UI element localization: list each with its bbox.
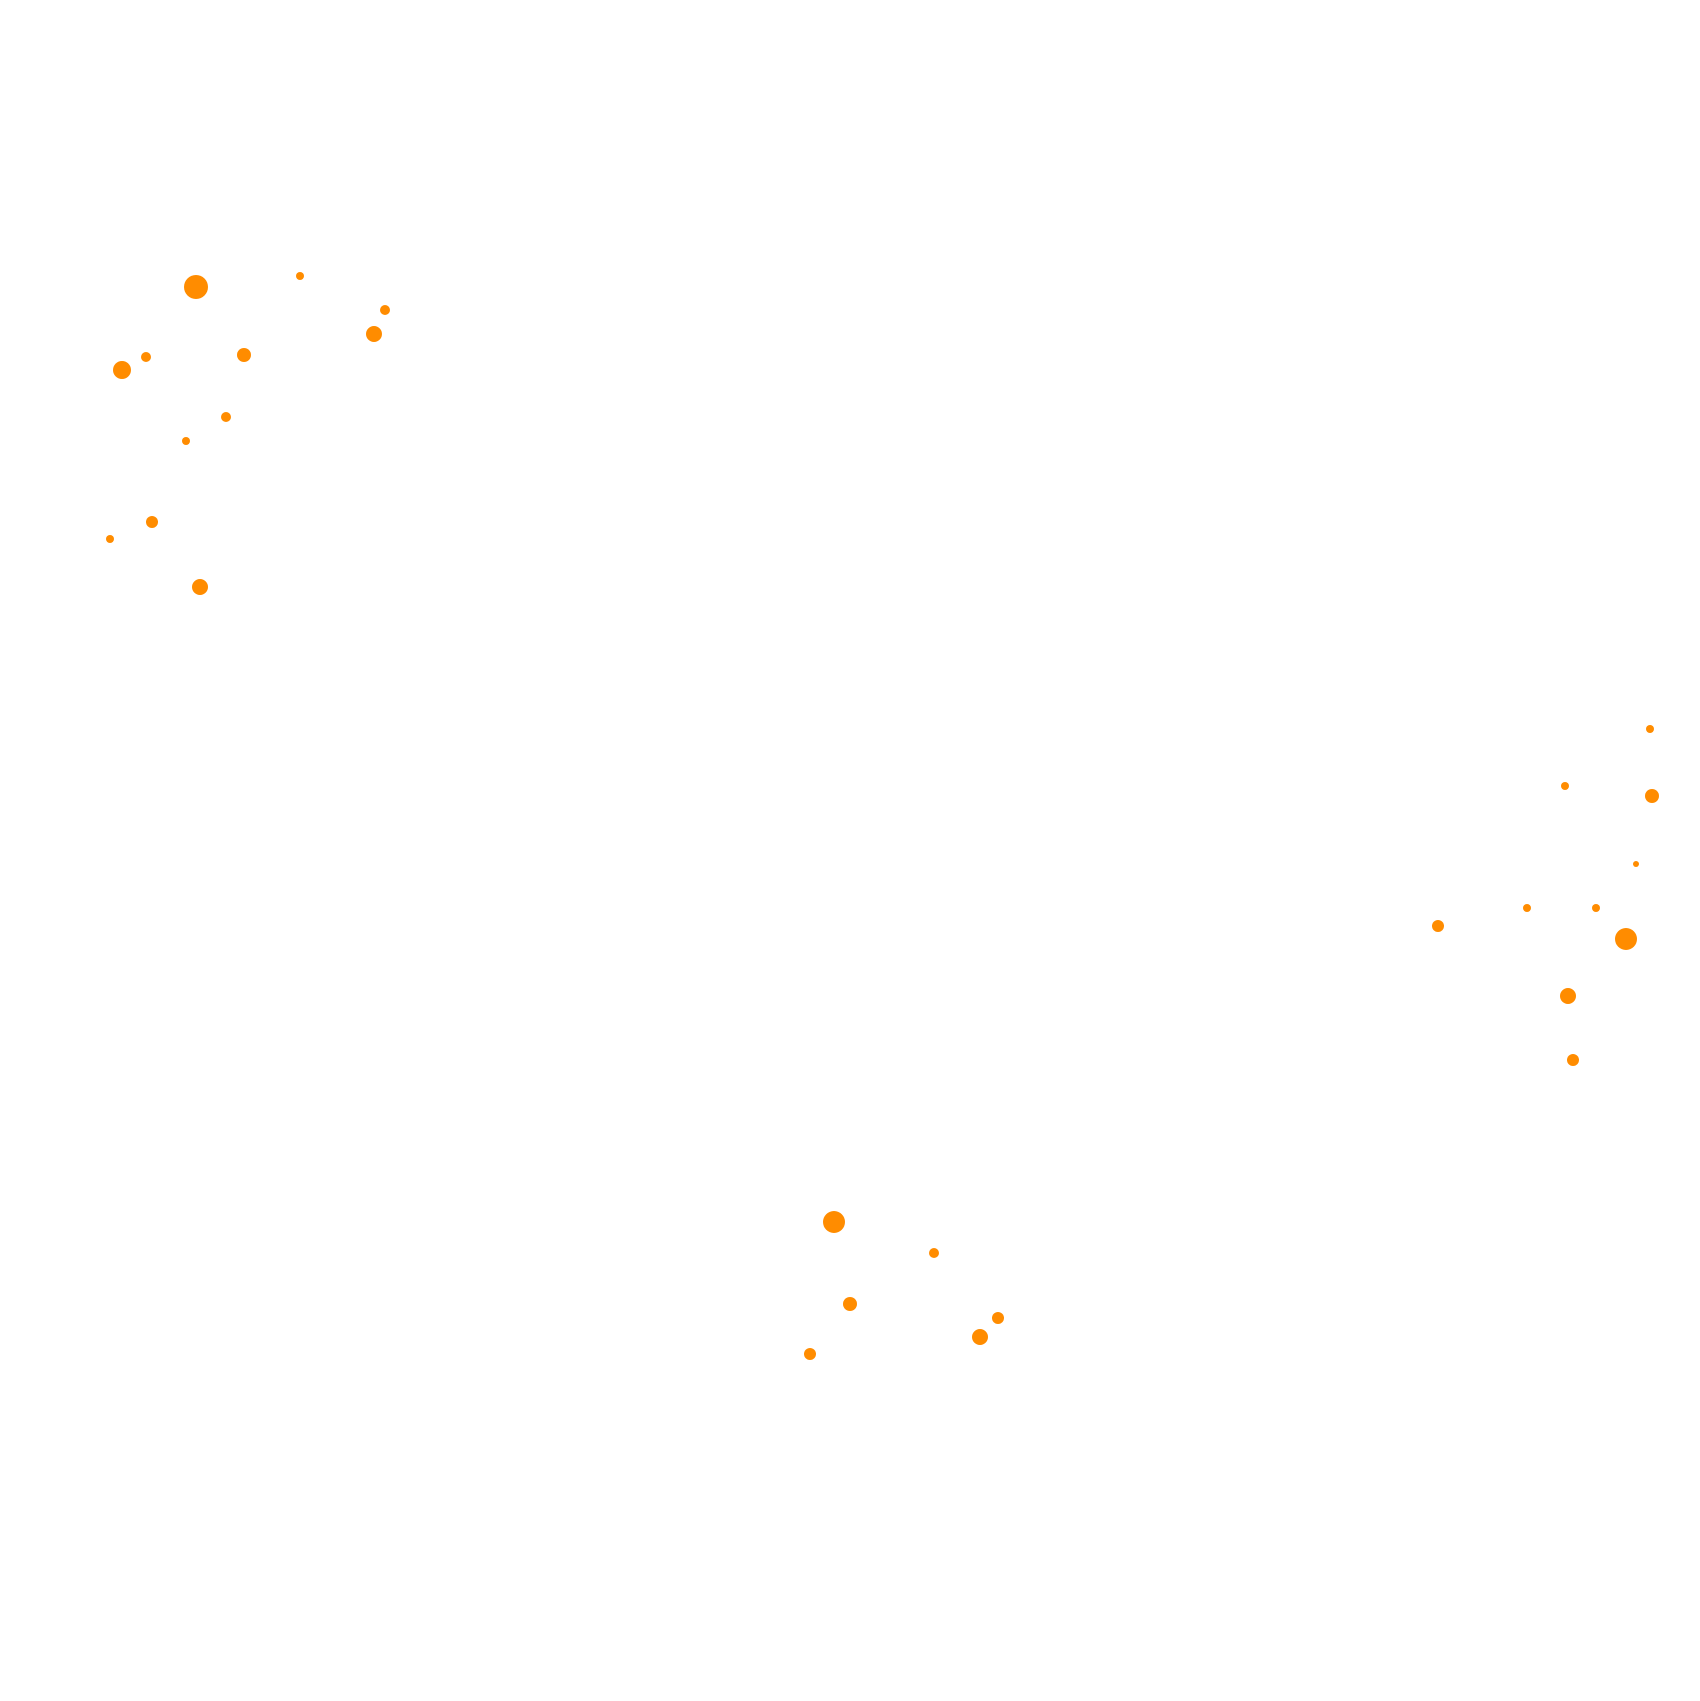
orange-dot <box>1645 789 1659 803</box>
orange-dot <box>823 1211 845 1233</box>
orange-dot <box>972 1329 988 1345</box>
orange-dot <box>992 1312 1004 1324</box>
orange-dot <box>141 352 151 362</box>
orange-dot <box>296 272 304 280</box>
orange-dot <box>1615 928 1637 950</box>
orange-dot <box>146 516 158 528</box>
bottom-center-cluster <box>804 1211 1004 1360</box>
orange-dot <box>221 412 231 422</box>
orange-dot <box>1633 861 1639 867</box>
orange-dot <box>1560 988 1576 1004</box>
orange-dot <box>380 305 390 315</box>
orange-dot <box>113 361 131 379</box>
orange-dot <box>237 348 251 362</box>
orange-dot <box>182 437 190 445</box>
orange-dot <box>1523 904 1531 912</box>
orange-dot <box>843 1297 857 1311</box>
orange-dot <box>929 1248 939 1258</box>
right-cluster <box>1432 725 1659 1066</box>
orange-dot <box>1646 725 1654 733</box>
orange-dot <box>106 535 114 543</box>
top-left-cluster <box>106 272 390 595</box>
orange-dot <box>184 275 208 299</box>
orange-dot <box>1567 1054 1579 1066</box>
orange-dot <box>366 326 382 342</box>
orange-dot <box>1592 904 1600 912</box>
orange-dot <box>1432 920 1444 932</box>
orange-dot <box>804 1348 816 1360</box>
orange-dot <box>192 579 208 595</box>
orange-dot <box>1561 782 1569 790</box>
